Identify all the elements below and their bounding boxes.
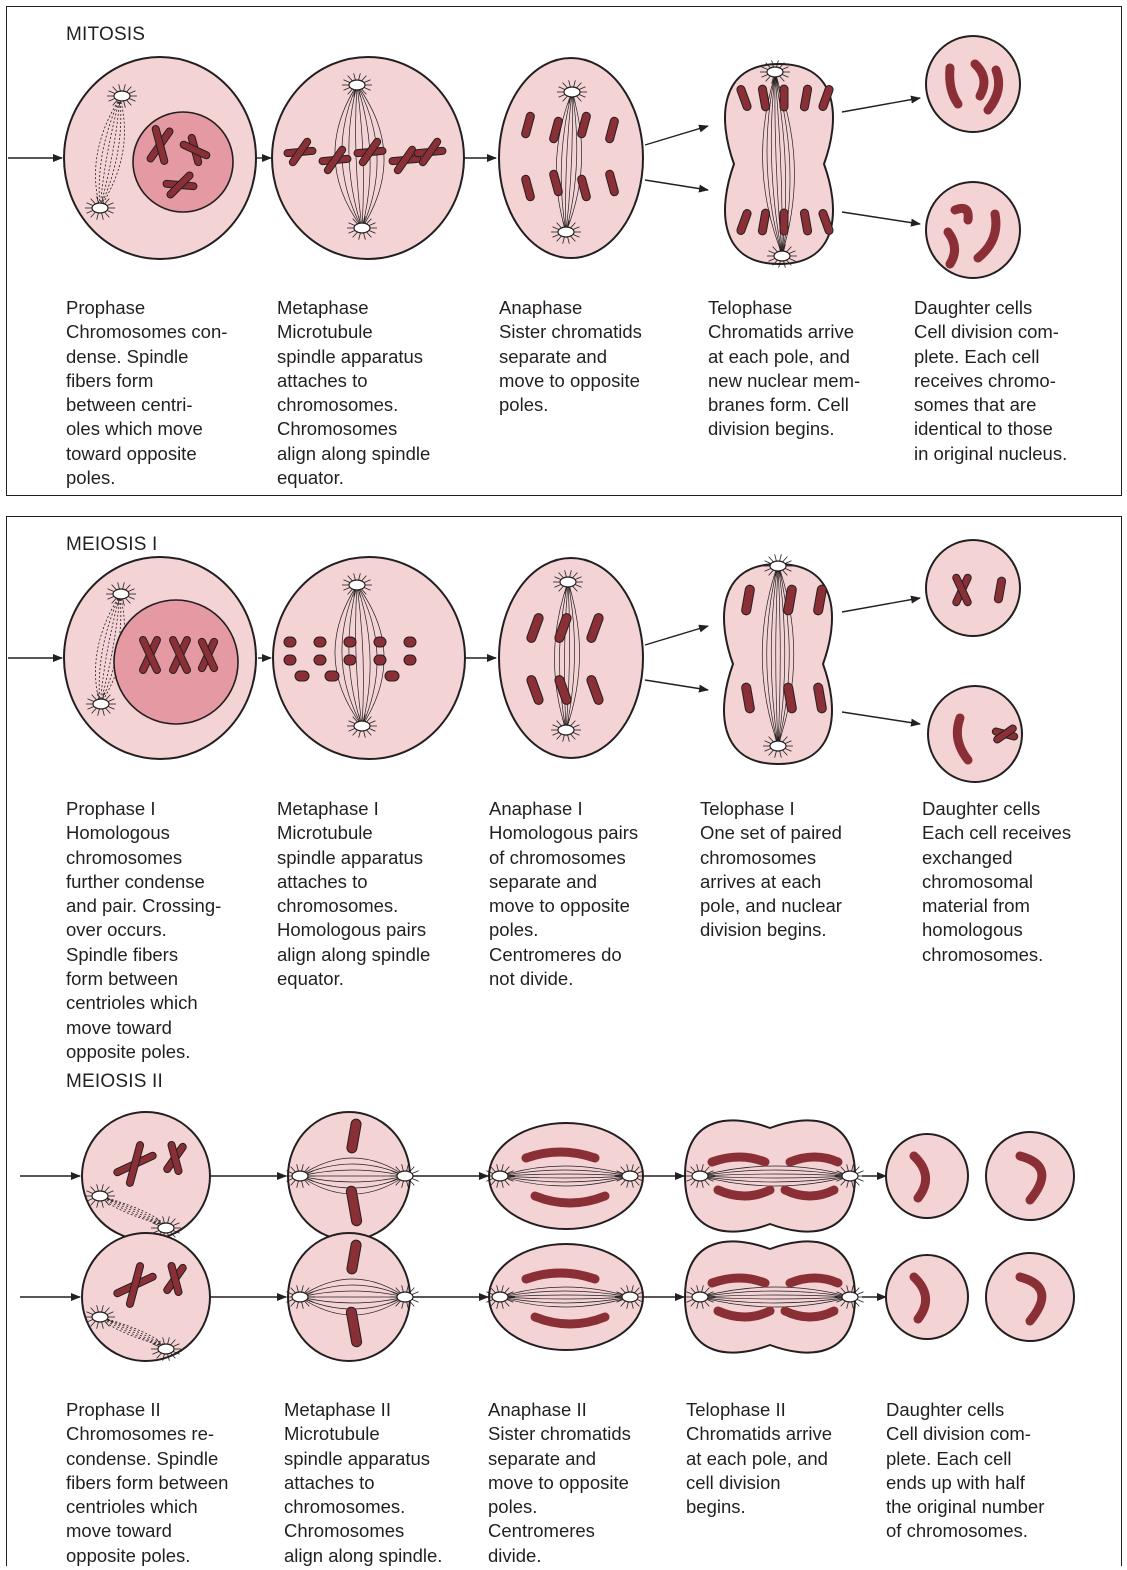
meiosis-i-title: MEIOSIS I [66,534,158,556]
stage-desc: Chromosomes con- dense. Spindle fibers f… [66,320,227,490]
caption-metaphase-ii: Metaphase IIMicrotubule spindle apparatu… [284,1398,442,1568]
stage-name: Daughter cells [914,296,1067,320]
stage-name: Daughter cells [922,797,1071,821]
chromosome [780,85,788,111]
chromosome [712,1278,765,1283]
stage-name: Daughter cells [886,1398,1044,1422]
chromosome [295,671,309,681]
caption-telophase-ii: Telophase IIChromatids arrive at each po… [686,1398,832,1519]
chromosome [780,209,788,235]
dividing-cell [724,564,832,764]
stage-name: Telophase [708,296,860,320]
stage-desc: Sister chromatids separate and move to o… [499,320,642,417]
chromosome [374,637,386,647]
stage-name: Anaphase I [489,797,638,821]
arrow [842,212,920,224]
daughter-cell [986,1132,1074,1220]
caption-prophase: ProphaseChromosomes con- dense. Spindle … [66,296,227,490]
stage-desc: One set of paired chromosomes arrives at… [700,821,842,942]
meiosis-ii-title: MEIOSIS II [66,1071,163,1093]
stage-name: Prophase [66,296,227,320]
daughter-cell [926,36,1020,132]
daughter-cell [926,540,1020,636]
stage-name: Prophase II [66,1398,228,1422]
stage-desc: Cell division com- plete. Each cell rece… [914,320,1067,466]
stage-name: Metaphase I [277,797,430,821]
stage-desc: Chromatids arrive at each pole, and new … [708,320,860,441]
stage-desc: Chromosomes re- condense. Spindle fibers… [66,1422,228,1568]
cell-prophase-ii [82,1233,210,1361]
arrow [645,180,708,190]
caption-daughter-cells-i: Daughter cellsEach cell receives exchang… [922,797,1071,967]
stage-name: Telophase I [700,797,842,821]
chromosome [344,655,356,665]
stage-desc: Sister chromatids separate and move to o… [488,1422,631,1568]
chromosome [374,655,386,665]
stage-desc: Homologous pairs of chromosomes separate… [489,821,638,991]
chromosome [790,1278,838,1283]
stage-name: Telophase II [686,1398,832,1422]
daughter-cell [926,182,1020,278]
stage-desc: Microtubule spindle apparatus attaches t… [277,821,430,991]
chromosome [404,637,416,647]
caption-prophase-ii: Prophase IIChromosomes re- condense. Spi… [66,1398,228,1568]
caption-metaphase-i: Metaphase IMicrotubule spindle apparatus… [277,797,430,991]
caption-telophase-i: Telophase IOne set of paired chromosomes… [700,797,842,943]
daughter-cell [986,1253,1074,1341]
stage-desc: Chromatids arrive at each pole, and cell… [686,1422,832,1519]
chromosome [385,671,399,681]
stage-name: Anaphase II [488,1398,631,1422]
cell-prophase-ii [82,1112,210,1240]
nucleus [133,112,233,212]
mitosis-title: MITOSIS [66,24,145,46]
chromosome [314,655,326,665]
chromosome [790,1157,838,1162]
stage-name: Anaphase [499,296,642,320]
stage-desc: Cell division com- plete. Each cell ends… [886,1422,1044,1543]
stage-name: Metaphase II [284,1398,442,1422]
stage-desc: Each cell receives exchanged chromosomal… [922,821,1071,967]
chromosome [344,637,356,647]
caption-daughter-cells-ii: Daughter cellsCell division com- plete. … [886,1398,1044,1544]
stage-name: Prophase I [66,797,221,821]
chromosome [284,655,296,665]
stage-name: Metaphase [277,296,430,320]
arrow [842,598,920,612]
chromosome [314,637,326,647]
stage-desc: Homologous chromosomes further condense … [66,821,221,1064]
chromosome [284,637,296,647]
arrow [645,626,708,645]
stage-desc: Microtubule spindle apparatus attaches t… [277,320,430,490]
chromosome [325,671,339,681]
arrow [842,712,920,724]
stage-desc: Microtubule spindle apparatus attaches t… [284,1422,442,1568]
arrow [645,126,708,145]
chromosome [712,1157,765,1162]
arrow [842,98,920,112]
chromosome [404,655,416,665]
arrow [645,680,708,690]
